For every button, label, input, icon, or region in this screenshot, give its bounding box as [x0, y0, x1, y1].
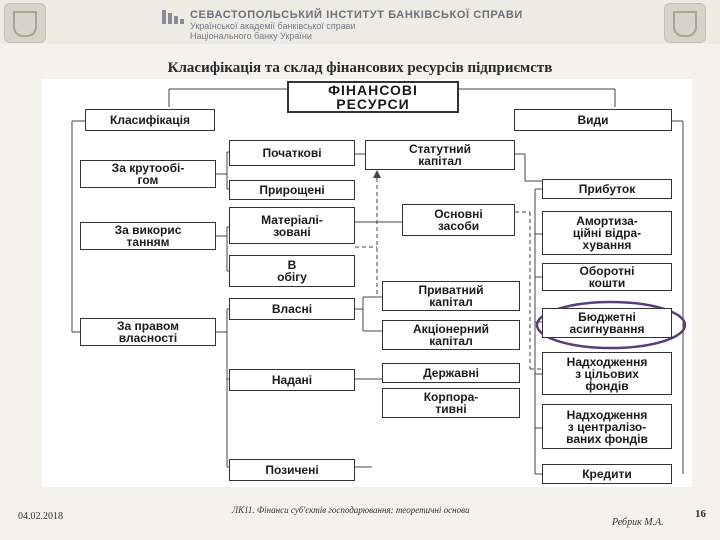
classification-header: Класифікація — [85, 109, 215, 131]
footer-date: 04.02.2018 — [18, 511, 63, 522]
coat-of-arms-icon — [664, 3, 706, 43]
category-provided: Надані — [229, 369, 355, 391]
category-own: Власні — [229, 298, 355, 320]
type-working-capital: Оборотні кошти — [542, 263, 672, 291]
type-profit: Прибуток — [542, 179, 672, 199]
criterion-usage: За викорис танням — [80, 222, 216, 250]
footer-author: Ребрик М.А. — [612, 517, 664, 528]
footer-lecture-title: ЛК11. Фінанси суб'єктів господарювання: … — [232, 505, 470, 515]
page-number: 16 — [695, 508, 706, 520]
type-targeted-fund-receipts: Надходження з цільових фондів — [542, 352, 672, 395]
slide-title: Класифікація та склад фінансових ресурсі… — [167, 60, 553, 76]
slide-header: СЕВАСТОПОЛЬСЬКИЙ ІНСТИТУТ БАНКІВСЬКОЇ СП… — [0, 0, 720, 44]
item-charter-capital: Статутний капітал — [365, 140, 515, 170]
category-incremental: Прирощені — [229, 180, 355, 200]
type-centralized-fund-receipts: Надходження з централізо- ваних фондів — [542, 404, 672, 449]
item-fixed-assets: Основні засоби — [402, 204, 515, 236]
institute-name: СЕВАСТОПОЛЬСЬКИЙ ІНСТИТУТ БАНКІВСЬКОЇ СП… — [190, 9, 523, 21]
types-header: Види — [514, 109, 672, 131]
highlight-ellipse — [535, 300, 687, 350]
institute-crest-icon — [4, 3, 46, 43]
diagram-panel: ФІНАНСОВІ РЕСУРСИ Класифікація Види За к… — [42, 79, 692, 487]
category-initial: Початкові — [229, 140, 355, 166]
connector-lines — [71, 88, 687, 475]
institute-logo-icon — [162, 10, 184, 24]
type-depreciation: Амортиза- ційні відра- хування — [542, 211, 672, 255]
item-corporate: Корпора- тивні — [382, 388, 520, 418]
academy-name: Української академії банківської справи — [190, 21, 356, 31]
type-budget-allocations: Бюджетні асигнування — [542, 308, 672, 338]
category-materialized: Матеріалі- зовані — [229, 207, 355, 244]
item-state: Державні — [382, 363, 520, 383]
criterion-turnover: За крутообі- гом — [80, 160, 216, 188]
criterion-ownership: За правом власності — [80, 318, 216, 346]
root-node-financial-resources: ФІНАНСОВІ РЕСУРСИ — [287, 81, 459, 113]
category-in-circulation: В обігу — [229, 255, 355, 287]
type-credits: Кредити — [542, 464, 672, 484]
item-joint-stock-capital: Акціонерний капітал — [382, 320, 520, 350]
bank-name: Національного банку України — [190, 31, 312, 41]
category-borrowed: Позичені — [229, 459, 355, 481]
item-private-capital: Приватний капітал — [382, 281, 520, 311]
